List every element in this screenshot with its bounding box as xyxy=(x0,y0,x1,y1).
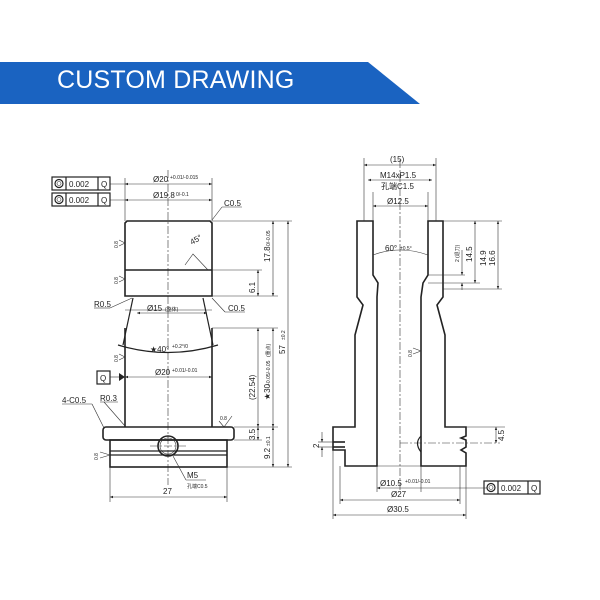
dim-dia-19-8: Ø19.8 xyxy=(153,191,175,200)
svg-text:(重点): (重点) xyxy=(265,343,272,357)
dim-2-undercut-note: (退刀) xyxy=(454,244,461,258)
svg-text:0.002: 0.002 xyxy=(69,196,90,205)
concentricity-icon xyxy=(54,178,64,189)
dim-16-6: 16.6 xyxy=(488,250,497,266)
thread-chamfer-label: 孔端C1.5 xyxy=(381,181,414,191)
svg-text:0.8: 0.8 xyxy=(114,241,120,248)
datum-q-box xyxy=(96,370,111,385)
dim-dia-20-body-tolerance: +0.01/-0.01 xyxy=(172,368,198,374)
dim-dia-20-top: Ø20 xyxy=(153,175,169,184)
svg-text:孔端C0.5: 孔端C0.5 xyxy=(187,483,208,490)
concentricity-frame-2: 0.002 Q xyxy=(51,192,111,207)
dim-groove-2: 2 xyxy=(312,443,321,448)
banner-title: CUSTOM DRAWING xyxy=(57,66,295,94)
dim-dia-15: Ø15 xyxy=(147,304,163,313)
dim-9-2-tolerance: ±0.1 xyxy=(266,436,272,446)
thread-m14-label: M14xP1.5 xyxy=(380,171,417,180)
svg-text:0.8: 0.8 xyxy=(220,416,227,422)
svg-text:Q: Q xyxy=(531,484,537,493)
thread-m5-label: M5 xyxy=(187,471,199,480)
svg-text:Q: Q xyxy=(101,180,107,189)
dim-dia-30-5: Ø30.5 xyxy=(387,505,409,514)
dim-14-5: 14.5 xyxy=(465,246,474,262)
dim-9-2: 9.2 xyxy=(263,447,272,459)
dim-57: 57 xyxy=(278,345,287,354)
dim-dia-10-5-tolerance: +0.01/-0.01 xyxy=(405,479,431,485)
angle-60-label: 60° xyxy=(385,244,397,253)
svg-text:0.8: 0.8 xyxy=(408,350,414,357)
svg-text:0.002: 0.002 xyxy=(501,484,522,493)
chamfer-4-label: 4-C0.5 xyxy=(62,396,87,405)
svg-text:0.8: 0.8 xyxy=(94,453,100,460)
dim-dia-27: Ø27 xyxy=(391,490,407,499)
angle-40-label: ★40° xyxy=(150,345,169,354)
dim-dia-12-5: Ø12.5 xyxy=(387,197,409,206)
dim-27: 27 xyxy=(163,487,172,496)
dim-30: ★30 xyxy=(263,383,272,400)
radius-r05-label: R0.5 xyxy=(94,300,111,309)
dim-22-54: (22.54) xyxy=(248,374,257,400)
dim-2-undercut: 2 xyxy=(455,259,461,262)
dim-dia-19-8-tolerance: 0/-0.1 xyxy=(176,192,189,198)
svg-text:0.8: 0.8 xyxy=(114,277,120,284)
concentricity-icon xyxy=(54,194,64,205)
concentricity-frame-3: 0.002 Q xyxy=(483,480,541,495)
dim-6-1: 6.1 xyxy=(248,281,257,293)
svg-text:(整体): (整体) xyxy=(165,306,179,313)
svg-text:0.002: 0.002 xyxy=(69,180,90,189)
svg-text:±0.2: ±0.2 xyxy=(281,330,287,340)
concentricity-frame-1: 0.002 Q xyxy=(51,176,111,191)
angle-45-label: 45° xyxy=(189,233,204,247)
dim-17-8: 17.8 xyxy=(263,246,272,262)
dim-4-5: 4.5 xyxy=(497,429,506,441)
dim-dia-20-top-tolerance: +0.01/-0.015 xyxy=(170,175,198,181)
svg-text:+0.2°/0: +0.2°/0 xyxy=(172,344,188,350)
dim-3-5: 3.5 xyxy=(248,428,257,440)
left-view: Ø20 +0.01/-0.015 Ø19.8 0/-0.1 C0.5 45° 0… xyxy=(51,170,292,502)
svg-text:0.8: 0.8 xyxy=(114,355,120,362)
right-view: (15) M14xP1.5 孔端C1.5 Ø12.5 60° ±0.5° 2 (… xyxy=(312,155,541,519)
title-banner xyxy=(0,62,420,104)
dim-14-9: 14.9 xyxy=(479,250,488,266)
dim-17-8-tolerance: 0/-0.05 xyxy=(266,230,272,246)
dim-30-tolerance: +0.05/-0.05 xyxy=(266,360,272,386)
dim-15-ref: (15) xyxy=(390,155,405,164)
dim-dia-10-5: Ø10.5 xyxy=(380,479,402,488)
svg-text:±0.5°: ±0.5° xyxy=(400,246,412,252)
svg-text:Q: Q xyxy=(100,374,106,383)
concentricity-icon xyxy=(486,482,496,493)
radius-r03-label: R0.3 xyxy=(100,394,117,403)
chamfer-neck-label: C0.5 xyxy=(228,304,245,313)
chamfer-top-label: C0.5 xyxy=(224,199,241,208)
dim-dia-20-body: Ø20 xyxy=(155,368,171,377)
svg-text:Q: Q xyxy=(101,196,107,205)
